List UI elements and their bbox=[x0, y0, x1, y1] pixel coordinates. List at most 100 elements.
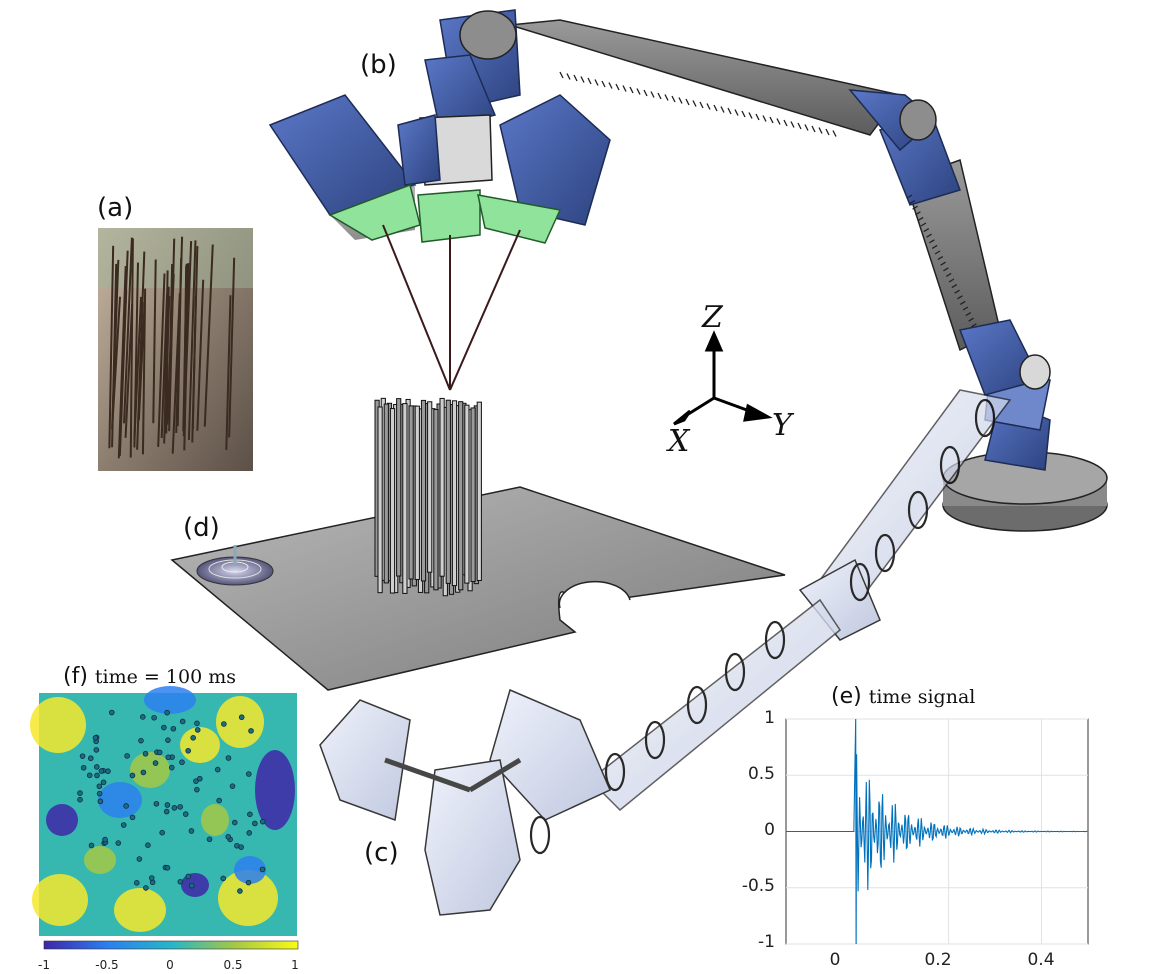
colorbar bbox=[43, 940, 299, 950]
sensor-dot bbox=[152, 760, 159, 766]
sensor-dot bbox=[77, 796, 83, 803]
link-tooth bbox=[906, 194, 913, 199]
link-tooth bbox=[945, 272, 952, 277]
link-tooth bbox=[699, 101, 704, 109]
link-tooth bbox=[643, 89, 648, 97]
y-tick-label: -0.5 bbox=[741, 876, 775, 896]
sensor-dot bbox=[161, 724, 167, 731]
link-tooth bbox=[685, 98, 690, 106]
sensor-dot bbox=[220, 875, 227, 882]
robot-arm-transparent bbox=[319, 389, 1012, 916]
heatmap-blob bbox=[181, 873, 209, 897]
sensor-dot bbox=[179, 759, 185, 766]
sensor-dot bbox=[142, 750, 149, 757]
photo-rod bbox=[167, 264, 174, 421]
link-tooth bbox=[573, 74, 578, 82]
bundle-rod bbox=[414, 405, 420, 580]
axis-y-label: Y bbox=[772, 408, 792, 443]
photo-rod bbox=[191, 295, 197, 430]
link-tooth bbox=[951, 284, 958, 289]
sensor-dot bbox=[93, 764, 100, 770]
x-tick-label: 0.2 bbox=[924, 950, 952, 970]
arm-ring bbox=[907, 490, 929, 530]
link-tooth bbox=[968, 317, 974, 322]
sensor-dot bbox=[80, 764, 87, 771]
photo-rod bbox=[175, 236, 184, 433]
sensor-dot bbox=[129, 772, 136, 779]
sensor-dot bbox=[153, 800, 160, 807]
panel-label-a: (a) bbox=[97, 193, 134, 223]
bundle-rod bbox=[470, 407, 476, 583]
sensor-dot bbox=[108, 709, 115, 716]
heatmap-blob bbox=[180, 727, 220, 763]
sensor-dot bbox=[96, 783, 103, 790]
sensor-dot bbox=[94, 772, 100, 779]
link-tooth bbox=[692, 100, 697, 107]
link-tooth bbox=[629, 86, 634, 94]
link-tooth bbox=[937, 256, 944, 261]
photo-rod bbox=[228, 257, 236, 438]
sensor-dot bbox=[86, 772, 93, 779]
sensor-dot bbox=[120, 822, 127, 828]
link-tooth bbox=[678, 97, 683, 104]
sensor-dot bbox=[140, 769, 147, 776]
sensor-dot bbox=[231, 819, 238, 826]
photo-rod bbox=[160, 293, 169, 439]
bundle-rod bbox=[420, 399, 427, 582]
sensor-dot bbox=[151, 714, 157, 721]
heatmap-blob bbox=[98, 782, 142, 818]
bundle-rod bbox=[402, 403, 408, 594]
sensor-dot bbox=[145, 842, 151, 848]
bundle-rod bbox=[458, 401, 464, 591]
colorbar-tick: 0 bbox=[166, 958, 174, 972]
sensor-dot bbox=[97, 798, 104, 805]
sensor-dot bbox=[164, 709, 170, 716]
link-tooth bbox=[734, 109, 739, 116]
colorbar-tick: 1 bbox=[291, 958, 299, 972]
heatmap-blob bbox=[32, 874, 88, 926]
link-tooth bbox=[923, 228, 930, 233]
sensor-dot bbox=[190, 735, 196, 741]
link-tooth bbox=[776, 118, 781, 125]
panel-f-title: (f) time = 100 ms bbox=[63, 664, 236, 689]
link-tooth bbox=[917, 216, 924, 221]
sensor-dot bbox=[245, 771, 252, 777]
link-tooth bbox=[804, 124, 809, 131]
photo-rod bbox=[203, 244, 214, 427]
sensor-dot bbox=[177, 804, 183, 810]
rod-bundle-photo bbox=[98, 228, 253, 471]
bundle-rod bbox=[439, 397, 445, 577]
bundle-rod bbox=[464, 404, 470, 584]
link-tooth bbox=[671, 95, 676, 103]
sensor-dot bbox=[77, 790, 83, 796]
rod-bundle bbox=[374, 397, 482, 597]
photo-rod bbox=[123, 237, 133, 424]
sensor-dot bbox=[170, 725, 177, 732]
bundle-rod bbox=[476, 401, 482, 581]
sensor-dot bbox=[143, 885, 149, 891]
sensor-dot bbox=[156, 749, 163, 756]
sensor-dot bbox=[252, 820, 258, 827]
link-tooth bbox=[915, 211, 921, 216]
sensor-dot bbox=[216, 797, 222, 804]
sensor-dot bbox=[182, 811, 189, 817]
link-tooth bbox=[601, 80, 606, 88]
sensor-dot bbox=[88, 842, 95, 849]
arm-ring bbox=[529, 815, 551, 855]
sensor-dot bbox=[194, 727, 201, 733]
bundle-rod bbox=[445, 399, 451, 584]
heatmap-blob bbox=[255, 750, 295, 830]
sensor-dot bbox=[102, 836, 108, 843]
sensor-dot bbox=[129, 814, 136, 821]
arm-ring bbox=[686, 685, 708, 725]
link-tooth bbox=[594, 79, 599, 86]
link-tooth bbox=[832, 130, 837, 137]
sensor-dot bbox=[165, 754, 172, 761]
photo-rod bbox=[225, 295, 232, 450]
sensor-dot bbox=[185, 747, 191, 754]
panel-label-f: (f) bbox=[63, 664, 88, 689]
sensor-dot bbox=[124, 753, 130, 759]
link-tooth bbox=[636, 88, 641, 95]
colorbar-tick: 0.5 bbox=[223, 958, 243, 972]
